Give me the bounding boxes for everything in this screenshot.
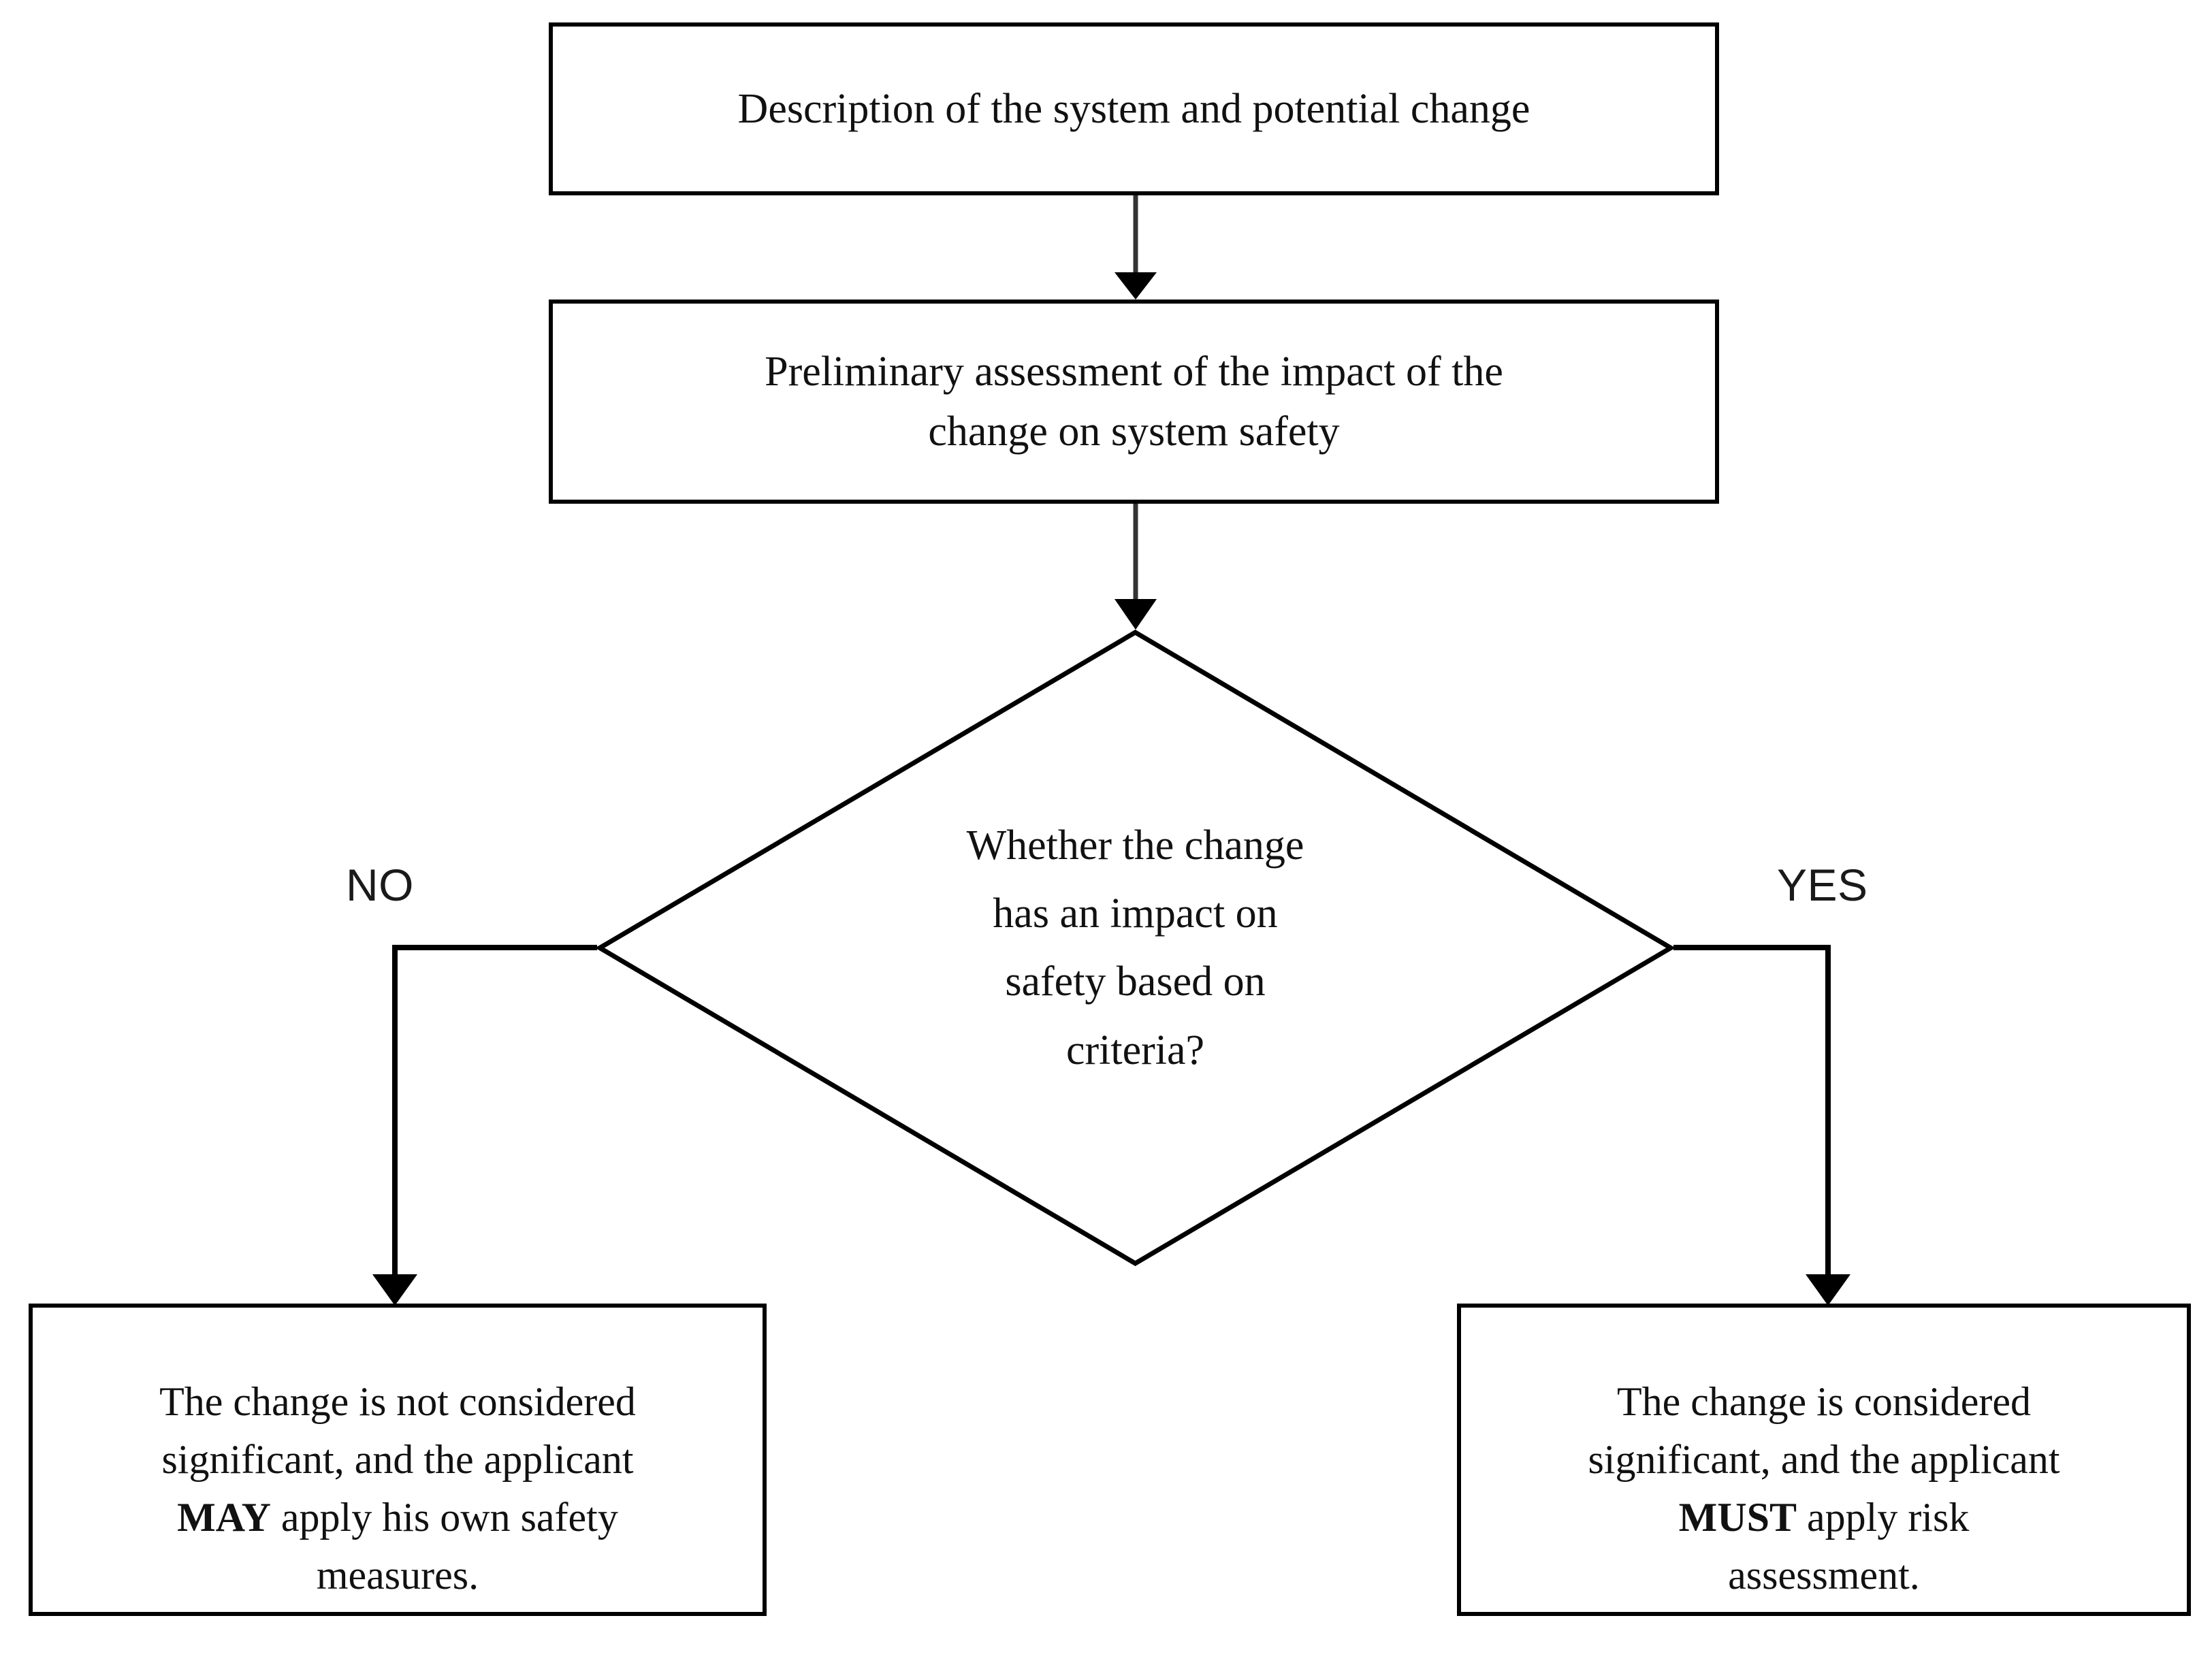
significant-text-after: apply risk assessment. [1728,1495,1970,1598]
decision-diamond-shape [597,630,1673,1266]
arrow-yes-branch [1673,945,1850,1306]
node-decision-label: Whether the change has an impact on safe… [966,822,1304,1073]
node-decision-diamond[interactable]: Whether the change has an impact on safe… [597,630,1673,1266]
node-significant-label: The change is considered significant, an… [1570,1315,2077,1605]
node-description-box[interactable]: Description of the system and potential … [549,22,1719,195]
node-not-significant-label: The change is not considered significant… [142,1315,654,1605]
not-significant-text-before: The change is not considered significant… [159,1378,636,1482]
not-significant-text-after: apply his own safety measures. [280,1495,618,1598]
arrow-description-to-preliminary [1115,195,1157,300]
node-not-significant-box[interactable]: The change is not considered significant… [29,1304,767,1616]
arrow-no-branch [372,945,597,1306]
not-significant-emphasis: MAY [177,1495,271,1540]
edge-label-no: NO [346,860,414,910]
node-description-label: Description of the system and potential … [737,85,1530,132]
significant-emphasis: MUST [1678,1495,1797,1540]
node-preliminary-assessment-box[interactable]: Preliminary assessment of the impact of … [549,300,1719,504]
edge-label-yes: YES [1777,860,1868,910]
arrow-preliminary-to-decision [1115,504,1157,630]
node-preliminary-assessment-label: Preliminary assessment of the impact of … [765,348,1503,455]
significant-text-before: The change is considered significant, an… [1588,1378,2060,1482]
node-significant-box[interactable]: The change is considered significant, an… [1457,1304,2191,1616]
